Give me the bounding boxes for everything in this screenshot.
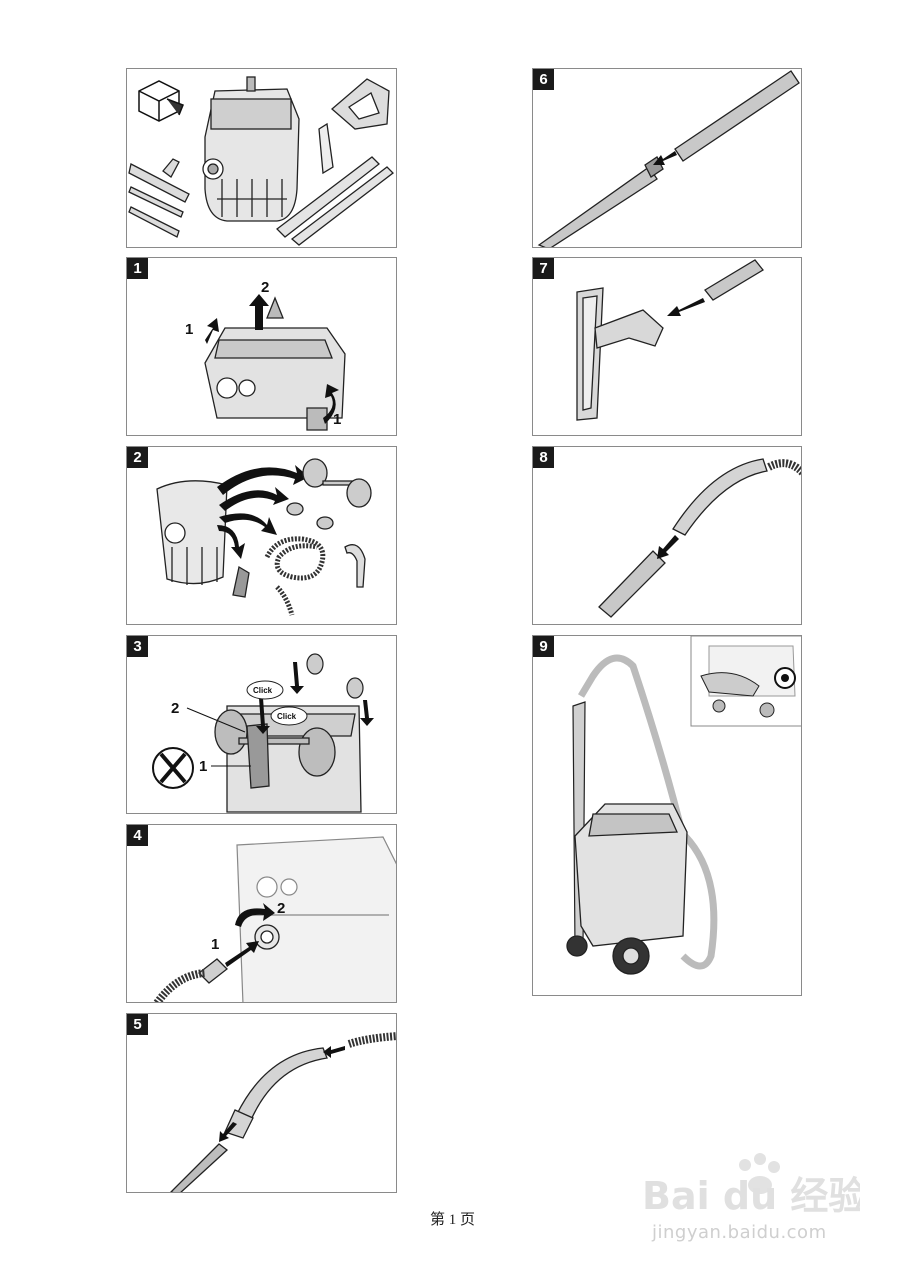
no-symbol [152,747,194,789]
step-number: 4 [127,825,148,846]
panel-contents-overview [126,68,397,248]
filter-holder [331,78,390,130]
step-4-illustration: 1 2 [153,836,396,1002]
step-number: 2 [127,447,148,468]
hose [577,654,687,837]
tube-upper [674,70,800,162]
connect-arrow [667,298,705,316]
step-3-illustration: Click Click 2 1 [152,653,374,813]
tube [170,1143,229,1192]
callout-2: 2 [277,900,285,917]
connect-arrows [219,1046,345,1142]
container [156,480,228,585]
step-number: 5 [127,1014,148,1035]
castors [306,653,364,699]
hose [153,969,206,1002]
page-footer: 第 1 页 [429,1212,475,1228]
panel-step-8: 8 [532,446,802,625]
hose [264,536,326,616]
extension-tubes [276,156,394,246]
box-icon [138,80,184,122]
step-1-illustration: 2 1 1 [185,279,346,431]
unpack-arrows [217,465,309,559]
vacuum-front [236,836,396,1002]
step-number: 9 [533,636,554,657]
step-2-illustration [156,458,372,616]
step-number: 8 [533,447,554,468]
adapter [232,565,250,598]
baidu-watermark-logo: Bai du 经验 [642,1153,860,1218]
callout-1: 1 [199,758,207,775]
click-badges [246,680,308,726]
callout-2: 2 [261,279,269,296]
step-8-illustration [598,458,801,618]
inset-castor-brake [690,636,801,727]
connect-arrows [225,903,275,967]
lift-arrows [205,294,339,424]
callout-1a: 1 [185,321,193,338]
tube [704,259,764,301]
panel-step-2: 2 [126,446,397,625]
step-number: 6 [533,69,554,90]
step-number: 3 [127,636,148,657]
contents-illustration [128,76,394,246]
panel-step-3: 3 Click Click [126,635,397,814]
leader-2 [186,707,246,733]
step-9-illustration [566,636,801,975]
click-label-2: Click [277,712,297,721]
callout-1: 1 [211,936,219,953]
step-7-illustration [576,259,764,421]
crevice-tool [598,550,666,618]
hose [767,459,801,476]
bend-tube [344,544,366,588]
crevice-tool [318,122,334,175]
panel-step-7: 7 [532,257,802,436]
vacuum-body [202,76,300,222]
callout-2: 2 [171,700,179,717]
hose [347,1032,396,1048]
step-number: 1 [127,258,148,279]
hose-sleeve [198,924,280,984]
floor-nozzle [128,158,190,238]
push-arrows [256,662,374,734]
watermark-url: jingyan.baidu.com [652,1222,827,1243]
step-5-illustration [170,1032,396,1192]
floor-nozzle [576,287,664,421]
axle-wheels [214,709,336,789]
callout-1b: 1 [333,411,341,428]
vacuum-assembled [566,803,688,975]
panel-step-1: 1 2 1 1 [126,257,397,436]
bend-handle [224,1047,328,1139]
click-label-1: Click [253,686,273,695]
hose-lower [680,833,718,970]
vacuum-head [204,296,346,431]
connect-arrow [657,535,679,559]
panel-step-6: 6 [532,68,802,248]
panel-step-5: 5 [126,1013,397,1193]
connect-arrow [653,151,677,165]
watermark-brand: Bai du 经验 [642,1174,860,1218]
tube-lower [537,166,658,247]
panel-step-4: 4 1 2 [126,824,397,1003]
step-6-illustration [537,70,800,247]
wheels [286,458,372,530]
panel-step-9: 9 [532,635,802,996]
step-number: 7 [533,258,554,279]
bend-handle [672,458,768,536]
